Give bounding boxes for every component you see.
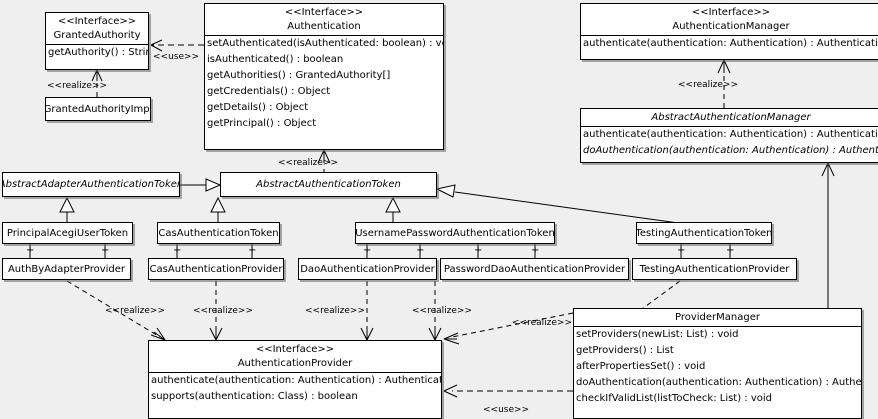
class-box-abstract-authentication-manager[interactable]: AbstractAuthenticationManager authentica… — [580, 108, 878, 163]
class-name-label: ProviderManager — [674, 312, 760, 323]
edge-label-realize-provider-manager: <<realize>> — [512, 318, 572, 328]
class-name-label: TestingAuthenticationProvider — [639, 263, 790, 275]
class-box-abstract-authentication-token[interactable]: AbstractAuthenticationToken — [220, 172, 437, 197]
edge-label-realize-password-dao-provider: <<realize>> — [412, 306, 472, 316]
compartment-divider — [205, 35, 443, 36]
class-box-testing-authentication-provider[interactable]: TestingAuthenticationProvider — [632, 258, 797, 280]
member-row: isAuthenticated() : boolean — [207, 54, 344, 65]
association-multiplicity: + — [26, 245, 35, 256]
edge-label-realize-authentication: <<realize>> — [278, 158, 338, 168]
member-row: authenticate(authentication: Authenticat… — [151, 375, 442, 386]
class-header-authentication: <<Interface>> Authentication — [205, 4, 443, 35]
class-name-label: CasAuthenticationProvider — [149, 263, 283, 275]
class-header-authentication-manager: <<Interface>> AuthenticationManager — [581, 4, 878, 35]
class-box-principal-acegi-user-token[interactable]: PrincipalAcegiUserToken — [2, 222, 133, 244]
association-multiplicity: + — [248, 245, 257, 256]
member-row: doAuthentication(authentication: Authent… — [576, 377, 862, 388]
edge-label-use-granted-authority: <<use>> — [153, 52, 200, 62]
class-name-label: AbstractAuthenticationToken — [256, 179, 401, 190]
member-row-abstract: doAuthentication(authentication: Authent… — [583, 145, 878, 156]
class-box-authentication-provider[interactable]: <<Interface>> AuthenticationProvider aut… — [148, 340, 442, 419]
class-name-label: DaoAuthenticationProvider — [300, 263, 435, 275]
compartment-divider — [46, 44, 148, 45]
class-box-cas-authentication-provider[interactable]: CasAuthenticationProvider — [148, 258, 284, 280]
class-name-label: AuthenticationProvider — [237, 358, 353, 369]
members-compartment: getAuthority() : String — [46, 45, 148, 61]
class-name-label: AuthByAdapterProvider — [7, 263, 126, 275]
members-compartment: setAuthenticated(isAuthenticated: boolea… — [205, 36, 443, 132]
compartment-divider — [574, 326, 861, 327]
class-box-granted-authority[interactable]: <<Interface>> GrantedAuthority getAuthor… — [45, 12, 149, 70]
class-box-authentication[interactable]: <<Interface>> Authentication setAuthenti… — [204, 3, 444, 150]
edge-label-realize-dao-provider: <<realize>> — [305, 306, 365, 316]
member-row: authenticate(authentication: Authenticat… — [583, 38, 878, 49]
class-box-dao-authentication-provider[interactable]: DaoAuthenticationProvider — [298, 258, 437, 280]
association-multiplicity: + — [101, 245, 110, 256]
class-box-abstract-adapter-authentication-token[interactable]: AbstractAdapterAuthenticationToken — [2, 172, 180, 197]
association-multiplicity: + — [416, 245, 425, 256]
association-multiplicity: + — [363, 245, 372, 256]
members-compartment: authenticate(authentication: Authenticat… — [581, 36, 878, 52]
class-header-granted-authority: <<Interface>> GrantedAuthority — [46, 13, 148, 44]
member-row: supports(authentication: Class) : boolea… — [151, 391, 358, 402]
edge-label-realize-granted-authority-impl: <<realize>> — [47, 81, 107, 91]
member-row: setProviders(newList: List) : void — [576, 329, 739, 340]
member-row: setAuthenticated(isAuthenticated: boolea… — [207, 38, 444, 49]
association-multiplicity: + — [677, 245, 686, 256]
class-box-auth-by-adapter-provider[interactable]: AuthByAdapterProvider — [2, 258, 131, 280]
association-multiplicity: + — [726, 245, 735, 256]
association-multiplicity: + — [474, 245, 483, 256]
edge-label-realize-cas-provider: <<realize>> — [193, 306, 253, 316]
class-box-cas-authentication-token[interactable]: CasAuthenticationToken — [157, 222, 280, 244]
class-name-label: AbstractAdapterAuthenticationToken — [2, 179, 180, 190]
member-row: getDetails() : Object — [207, 102, 309, 113]
class-header-abstract-authentication-manager: AbstractAuthenticationManager — [581, 109, 878, 126]
member-row: afterPropertiesSet() : void — [576, 361, 706, 372]
member-row: checkIfValidList(listToCheck: List) : vo… — [576, 393, 773, 404]
class-name-label: PrincipalAcegiUserToken — [6, 227, 129, 239]
edge-label-realize-auth-by-adapter: <<realize>> — [105, 306, 165, 316]
class-name-label: Authentication — [287, 21, 361, 32]
edge-label-realize-authentication-manager: <<realize>> — [678, 80, 738, 90]
class-name-label: AbstractAuthenticationManager — [651, 112, 811, 123]
class-box-authentication-manager[interactable]: <<Interface>> AuthenticationManager auth… — [580, 3, 878, 60]
members-compartment: authenticate(authentication: Authenticat… — [581, 127, 878, 159]
class-box-provider-manager[interactable]: ProviderManager setProviders(newList: Li… — [573, 308, 862, 419]
members-compartment: setProviders(newList: List) : void getPr… — [574, 327, 861, 407]
class-box-granted-authority-impl[interactable]: GrantedAuthorityImpl — [45, 97, 151, 121]
member-row: getCredentials() : Object — [207, 86, 331, 97]
stereotype-label: <<Interface>> — [284, 7, 364, 18]
class-box-testing-authentication-token[interactable]: TestingAuthenticationToken — [636, 222, 772, 244]
class-name-label: CasAuthenticationToken — [158, 227, 279, 239]
class-header-provider-manager: ProviderManager — [574, 309, 861, 326]
association-multiplicity: + — [173, 245, 182, 256]
class-name-label: PasswordDaoAuthenticationProvider — [443, 263, 626, 275]
member-row: getProviders() : List — [576, 345, 674, 356]
class-box-username-password-authentication-token[interactable]: UsernamePasswordAuthenticationToken — [355, 222, 555, 244]
stereotype-label: <<Interface>> — [57, 16, 137, 27]
class-name-label: UsernamePasswordAuthenticationToken — [355, 227, 555, 239]
member-row: getAuthorities() : GrantedAuthority[] — [207, 70, 391, 81]
stereotype-label: <<Interface>> — [255, 344, 335, 355]
edge-label-use-provider-manager: <<use>> — [483, 405, 530, 415]
members-compartment: authenticate(authentication: Authenticat… — [149, 373, 441, 405]
association-multiplicity: + — [531, 245, 540, 256]
member-row: getPrincipal() : Object — [207, 118, 317, 129]
compartment-divider — [581, 126, 878, 127]
member-row: authenticate(authentication: Authenticat… — [583, 129, 878, 140]
stereotype-label: <<Interface>> — [691, 7, 771, 18]
compartment-divider — [149, 372, 441, 373]
class-name-label: TestingAuthenticationToken — [636, 227, 772, 239]
class-header-authentication-provider: <<Interface>> AuthenticationProvider — [149, 341, 441, 372]
class-name-label: AuthenticationManager — [672, 21, 790, 32]
compartment-divider — [581, 35, 878, 36]
class-box-password-dao-authentication-provider[interactable]: PasswordDaoAuthenticationProvider — [440, 258, 629, 280]
class-name-label: GrantedAuthority — [53, 30, 141, 41]
member-row: getAuthority() : String — [48, 47, 149, 58]
class-name-label: GrantedAuthorityImpl — [45, 103, 151, 115]
